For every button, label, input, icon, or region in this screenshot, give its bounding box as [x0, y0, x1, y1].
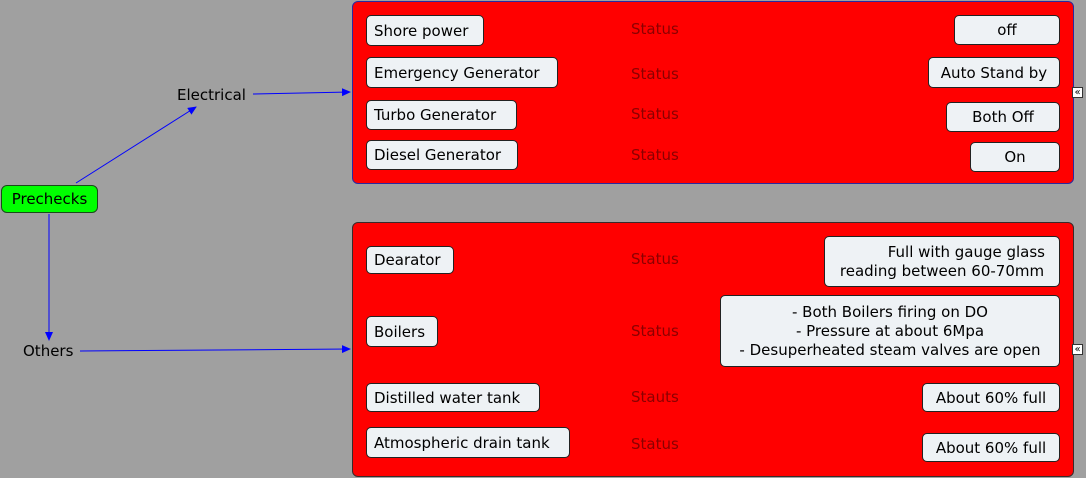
- node-label: Diesel Generator: [374, 146, 502, 164]
- value-line: reading between 60-70mm: [839, 261, 1045, 280]
- value-shore-power[interactable]: off: [954, 15, 1060, 45]
- status-label: Status: [631, 20, 679, 38]
- value-label: Auto Stand by: [940, 63, 1048, 82]
- value-label: About 60% full: [935, 438, 1047, 457]
- node-label: Dearator: [374, 251, 441, 269]
- node-label: Emergency Generator: [374, 63, 540, 82]
- node-label: Shore power: [374, 21, 469, 40]
- node-boilers[interactable]: Boilers: [366, 316, 438, 347]
- value-label: off: [997, 21, 1017, 39]
- value-label: On: [1004, 148, 1026, 166]
- prechecks-label: Prechecks: [11, 190, 88, 208]
- link-prechecks-electrical: [75, 106, 197, 184]
- value-atmospheric-drain-tank[interactable]: About 60% full: [922, 433, 1060, 462]
- status-label: Status: [631, 250, 679, 268]
- status-label: Stauts: [631, 388, 679, 406]
- value-emergency-generator[interactable]: Auto Stand by: [928, 57, 1060, 88]
- node-emergency-generator[interactable]: Emergency Generator: [366, 57, 558, 88]
- link-others-panel: [79, 345, 351, 354]
- link-electrical-panel: [252, 88, 351, 97]
- status-label: Status: [631, 435, 679, 453]
- node-distilled-water-tank[interactable]: Distilled water tank: [366, 383, 540, 412]
- value-line: Full with gauge glass: [887, 242, 1045, 261]
- node-label: Boilers: [374, 322, 426, 341]
- collapse-icon[interactable]: «: [1072, 87, 1083, 98]
- node-shore-power[interactable]: Shore power: [366, 15, 484, 46]
- value-line: - Pressure at about 6Mpa: [795, 321, 985, 340]
- node-diesel-generator[interactable]: Diesel Generator: [366, 140, 518, 170]
- value-label: Both Off: [972, 108, 1034, 126]
- status-label: Status: [631, 146, 679, 164]
- node-turbo-generator[interactable]: Turbo Generator: [366, 100, 517, 130]
- prechecks-node[interactable]: Prechecks: [1, 185, 98, 213]
- node-label: Distilled water tank: [374, 388, 521, 407]
- node-label: Atmospheric drain tank: [374, 433, 550, 452]
- others-branch-label[interactable]: Others: [23, 342, 74, 360]
- value-turbo-generator[interactable]: Both Off: [946, 102, 1060, 132]
- value-dearator[interactable]: Full with gauge glass reading between 60…: [824, 236, 1060, 287]
- value-distilled-water-tank[interactable]: About 60% full: [922, 383, 1060, 412]
- value-label: About 60% full: [935, 388, 1047, 407]
- value-boilers[interactable]: - Both Boilers firing on DO - Pressure a…: [720, 295, 1060, 367]
- value-line: - Desuperheated steam valves are open: [739, 340, 1041, 359]
- node-label: Turbo Generator: [374, 106, 497, 124]
- status-label: Status: [631, 105, 679, 123]
- collapse-icon[interactable]: «: [1072, 344, 1083, 355]
- status-label: Status: [631, 322, 679, 340]
- electrical-branch-label[interactable]: Electrical: [177, 86, 246, 104]
- value-diesel-generator[interactable]: On: [970, 142, 1060, 172]
- node-atmospheric-drain-tank[interactable]: Atmospheric drain tank: [366, 427, 570, 458]
- node-dearator[interactable]: Dearator: [366, 246, 454, 274]
- value-line: - Both Boilers firing on DO: [792, 302, 988, 321]
- status-label: Status: [631, 65, 679, 83]
